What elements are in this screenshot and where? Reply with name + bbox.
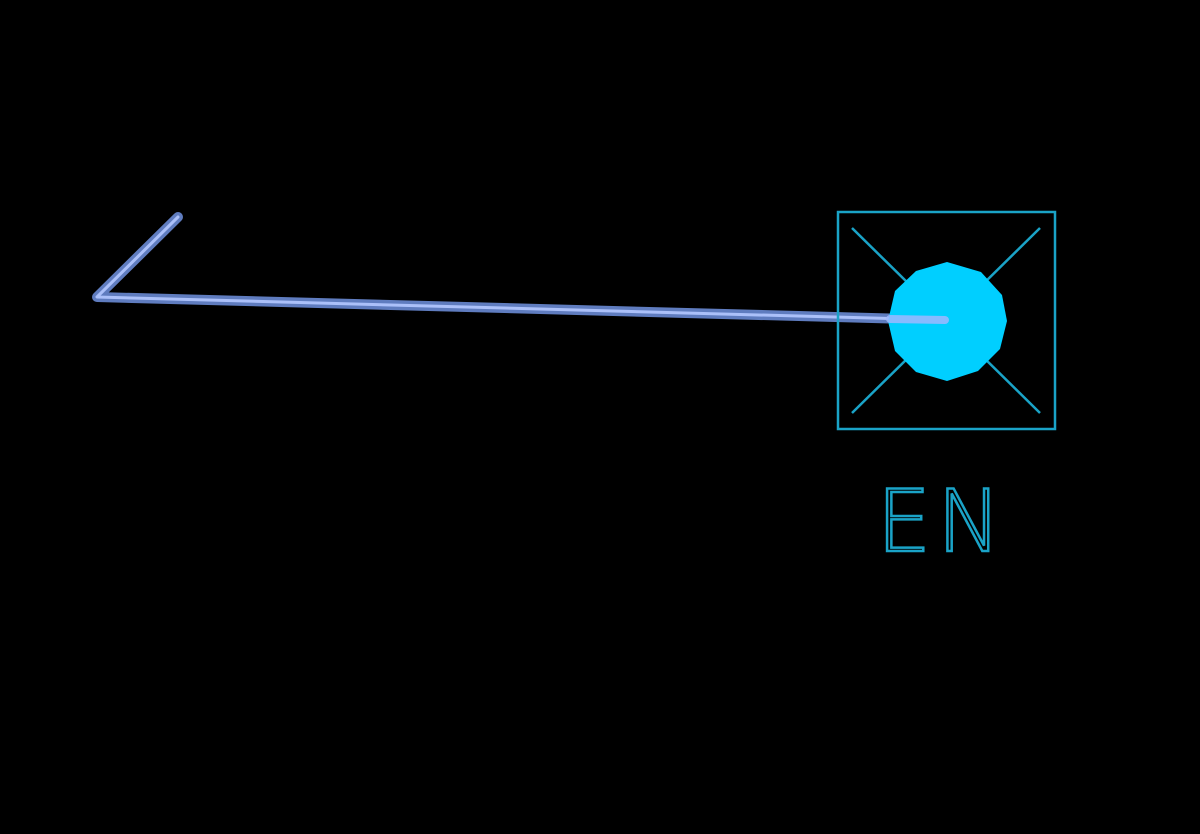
pad-en[interactable] <box>836 210 1057 431</box>
trace-glow <box>92 212 950 325</box>
pad-label: EN <box>877 472 1008 572</box>
trace-end-on-pad <box>886 315 949 324</box>
trace-core <box>95 215 947 322</box>
pad-outline <box>836 210 1057 431</box>
trace[interactable] <box>92 212 950 325</box>
